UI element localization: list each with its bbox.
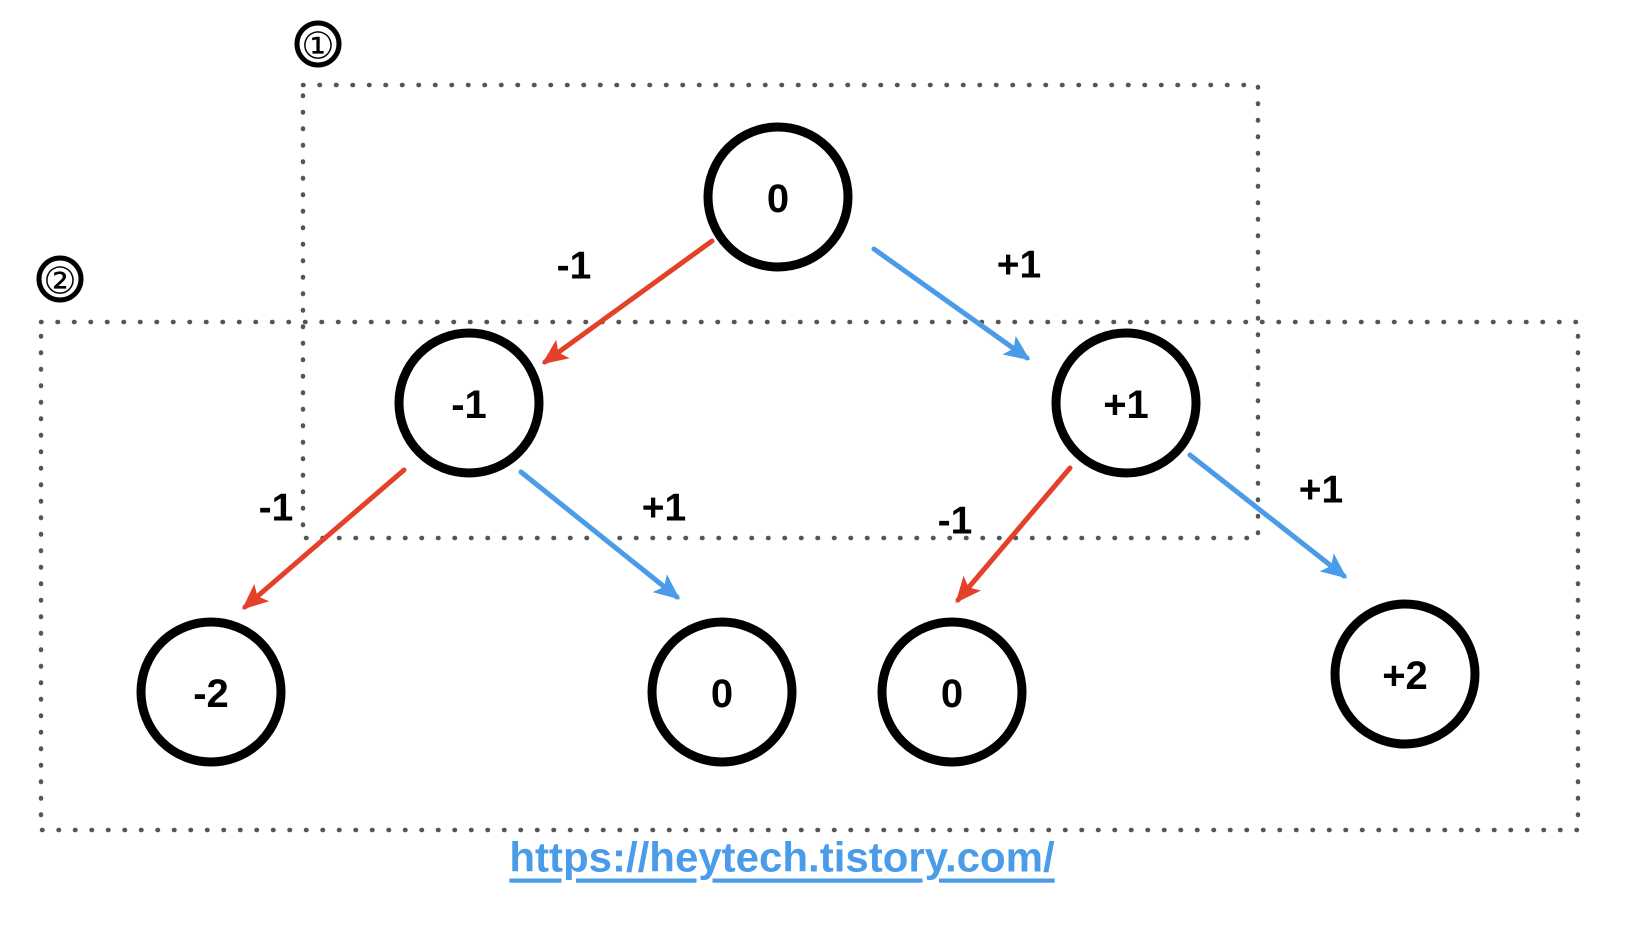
edge-label-right-rightright: +1 [1299,469,1343,512]
node-left-label: -1 [451,383,487,427]
node-leftleft[interactable]: -2 [136,617,286,767]
edge-labels: -1 +1 -1 +1 -1 +1 [259,244,1344,543]
edge-left-to-leftleft [242,467,407,610]
edge-label-right-rightleft: -1 [938,500,973,543]
node-leftright-circle[interactable] [647,617,797,767]
node-leftright-label: 0 [711,672,733,716]
node-left-circle[interactable] [394,328,544,478]
node-rightleft[interactable]: 0 [877,617,1027,767]
edge-left-to-leftright [518,469,681,600]
edge-label-root-left: -1 [557,245,592,288]
node-rightleft-circle[interactable] [877,617,1027,767]
group-marker-2-circle [36,255,84,303]
group-marker-2-label: ② [43,261,76,302]
edge-root-to-right [871,246,1031,361]
node-root[interactable]: 0 [703,122,853,272]
edge-right-to-rightleft [955,465,1073,603]
node-root-circle[interactable] [703,122,853,272]
node-right-circle[interactable] [1051,328,1201,478]
source-url-link[interactable]: https://heytech.tistory.com/ [509,834,1055,881]
edge-label-left-leftright: +1 [642,487,686,530]
group-box-2 [38,319,1581,833]
node-root-label: 0 [767,177,789,221]
tree-nodes: 0 -1 +1 -2 0 0 [136,122,1480,767]
node-rightright-label: +2 [1382,654,1428,698]
node-leftleft-label: -2 [193,672,229,716]
node-right-label: +1 [1103,383,1149,427]
node-rightright[interactable]: +2 [1330,599,1480,749]
source-url-text[interactable]: https://heytech.tistory.com/ [509,834,1055,881]
group-marker-2: ② [36,255,84,303]
node-leftleft-circle[interactable] [136,617,286,767]
group-marker-1: ① [294,20,342,68]
group-boxes [38,82,1581,833]
node-left[interactable]: -1 [394,328,544,478]
tree-edges [242,238,1348,610]
edge-label-left-leftleft: -1 [259,487,294,530]
edge-label-root-right: +1 [997,244,1041,287]
node-leftright[interactable]: 0 [647,617,797,767]
node-rightright-circle[interactable] [1330,599,1480,749]
group-box-1 [300,82,1261,541]
group-marker-1-label: ① [301,26,334,67]
node-right[interactable]: +1 [1051,328,1201,478]
edge-root-to-left [541,238,715,365]
edge-right-to-rightright [1187,452,1348,579]
node-rightleft-label: 0 [941,672,963,716]
group-marker-1-circle [294,20,342,68]
